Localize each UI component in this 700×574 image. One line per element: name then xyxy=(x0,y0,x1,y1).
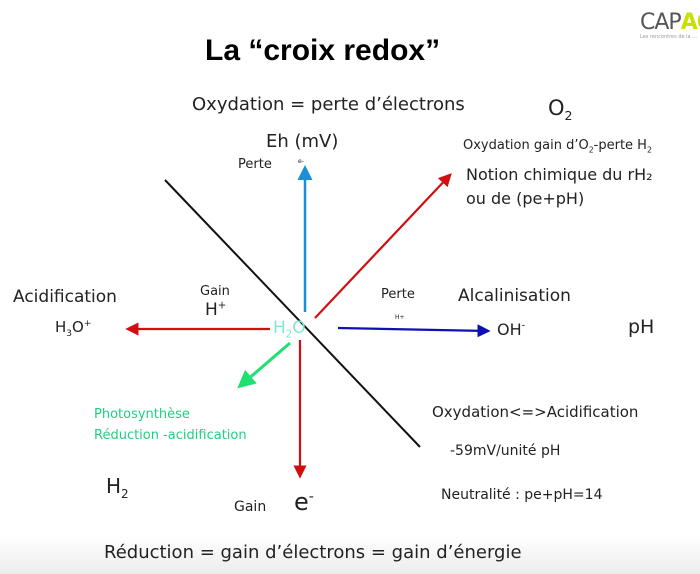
photosynthesis-line-2: Réduction -acidification xyxy=(94,428,247,443)
h3o-sub: 3 xyxy=(66,329,73,339)
perte-h-small: H+ xyxy=(395,314,405,321)
h-sup: + xyxy=(217,300,227,312)
o2-base: O xyxy=(548,96,565,120)
acidification-label: Acidification xyxy=(13,287,117,307)
oxidation-acidification-label: Oxydation<=>Acidification xyxy=(432,403,639,421)
bottom-band xyxy=(0,535,700,574)
alcalinisation-label: Alcalinisation xyxy=(458,286,571,306)
h2o-h: H xyxy=(273,318,286,338)
h2-base: H xyxy=(106,474,122,498)
h2o-sub: 2 xyxy=(285,329,293,341)
h3o-sup: + xyxy=(83,319,92,329)
reduction-definition: Réduction = gain d’électrons = gain d’én… xyxy=(104,542,522,563)
h2-sub: 2 xyxy=(121,487,129,501)
o2-sub: 2 xyxy=(564,108,573,124)
oh-sup: - xyxy=(521,320,526,332)
e-base: e xyxy=(294,488,309,516)
neutrality-label: Neutralité : pe+pH=14 xyxy=(441,487,603,503)
perte-h-label: Perte xyxy=(381,287,415,302)
gain-e-label: Gain xyxy=(234,499,267,515)
ox-text2: -perte H xyxy=(593,138,647,153)
gain-h-label: Gain xyxy=(200,284,230,299)
logo-cap: CAP xyxy=(640,10,682,35)
ox-text1: Oxydation gain d’O xyxy=(463,138,589,153)
oxidation-gain-label: Oxydation gain d’O2-perte H2 xyxy=(463,138,652,155)
slide-title: La “croix redox” xyxy=(205,34,441,67)
photosynthesis-line-1: Photosynthèse xyxy=(94,407,190,422)
e-sup: e- xyxy=(297,157,304,165)
slope-label: -59mV/unité pH xyxy=(450,443,561,459)
perte-electrons-label: Perte e- xyxy=(238,157,304,172)
photosynthesis-arrow xyxy=(237,341,291,389)
oxidation-definition: Oxydation = perte d’électrons xyxy=(192,94,465,115)
o2-label: O2 xyxy=(548,96,573,123)
oh-base: OH xyxy=(497,320,522,339)
notion-line-1: Notion chimique du rH₂ xyxy=(466,165,653,184)
logo: CAPAG xyxy=(640,10,700,35)
ph-axis-label: pH xyxy=(628,316,655,338)
ox-sub1: 2 xyxy=(588,145,594,155)
h2o-o: O xyxy=(292,318,306,338)
alcalinisation-arrow xyxy=(337,324,491,338)
h3o-h: H xyxy=(55,318,67,336)
neutrality-line xyxy=(164,179,421,448)
oh-label: OH- xyxy=(497,320,525,339)
perte-text: Perte xyxy=(238,157,272,172)
h3o-label: H3O+ xyxy=(55,318,91,339)
eh-axis-label: Eh (mV) xyxy=(266,131,339,152)
h-base: H xyxy=(205,300,218,320)
ox-sub2: 2 xyxy=(646,145,652,155)
oxidation-arrow xyxy=(314,173,452,319)
h2o-label: H2O xyxy=(273,318,306,340)
e-sup2: - xyxy=(308,489,314,505)
h3o-o: O xyxy=(72,318,84,336)
h-plus-label: H+ xyxy=(205,300,226,320)
logo-ag: AG xyxy=(680,10,700,35)
notion-line-2: ou de (pe+pH) xyxy=(466,189,585,208)
h2-label: H2 xyxy=(106,474,129,501)
electron-label: e- xyxy=(294,488,314,516)
logo-tagline: Les rencontres de la ... xyxy=(640,34,697,40)
